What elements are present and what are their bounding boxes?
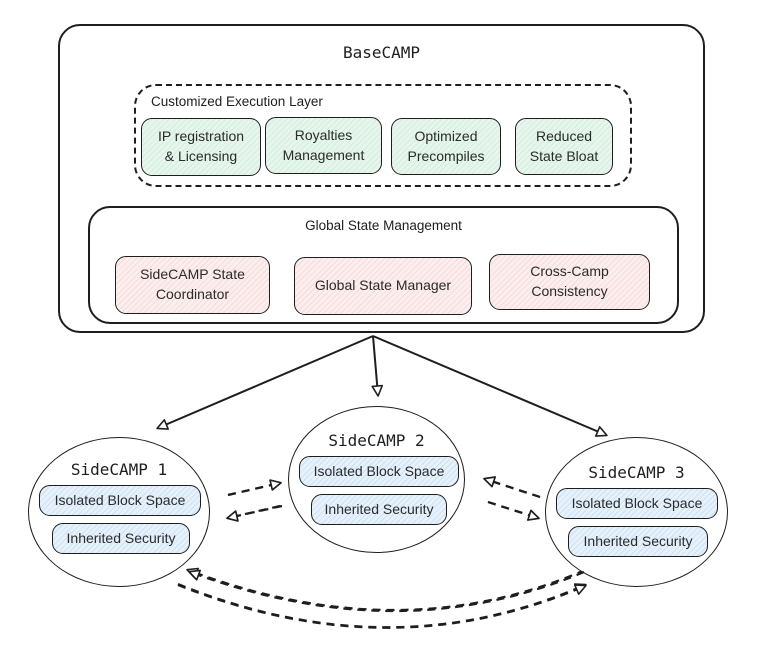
card-line: Coordinator xyxy=(155,286,230,302)
arrow-basecamp-to-sidecamp-3 xyxy=(372,335,608,437)
sidecamp-2-title: SideCAMP 2 xyxy=(328,431,425,450)
customized-execution-layer: Customized Execution Layer IP registrati… xyxy=(134,84,632,187)
dashed-arrow-sidecamp-3-to-1 xyxy=(186,567,586,612)
sidecamp-2-inherited-security: Inherited Security xyxy=(311,494,447,525)
dashed-arrow-sidecamp-2-to-3 xyxy=(487,500,540,521)
sidecamp-1-isolated-block-space: Isolated Block Space xyxy=(39,485,201,516)
sidecamp-1: SideCAMP 1 Isolated Block Space Inherite… xyxy=(28,437,210,587)
sidecamp-3-inherited-security: Inherited Security xyxy=(568,526,708,557)
card-line: Royalties xyxy=(294,126,353,143)
sidecamp-2-isolated-block-space: Isolated Block Space xyxy=(299,456,459,487)
card-line: Optimized xyxy=(414,127,478,144)
dashed-arrow-sidecamp-1-to-3 xyxy=(177,582,587,629)
card-line: State Bloat xyxy=(529,147,599,164)
sidecamp-3-title: SideCAMP 3 xyxy=(588,463,685,482)
card-line: Precompiles xyxy=(407,147,485,164)
arrow-basecamp-to-sidecamp-2 xyxy=(371,335,384,397)
basecamp-container: BaseCAMP Customized Execution Layer IP r… xyxy=(58,24,705,333)
sidecamp-3-isolated-block-space: Isolated Block Space xyxy=(556,488,718,519)
sidecamp-1-title: SideCAMP 1 xyxy=(70,460,168,479)
sidecamp-2: SideCAMP 2 Isolated Block Space Inherite… xyxy=(288,406,465,553)
card-line: Consistency xyxy=(531,283,608,299)
card-line: Management xyxy=(282,146,365,163)
card-line: IP registration xyxy=(157,128,245,145)
execution-layer-label: Customized Execution Layer xyxy=(151,94,323,109)
card-line: Global State Manager xyxy=(314,277,452,294)
card-line: Reduced xyxy=(535,127,593,144)
dashed-arrow-sidecamp-1-to-2 xyxy=(227,479,282,497)
card-line: Cross-Camp xyxy=(530,263,609,280)
state-card-global-state-manager: Global State Manager xyxy=(294,257,472,315)
exec-card-ip-registration: IP registration & Licensing xyxy=(141,118,261,176)
arrow-basecamp-to-sidecamp-1 xyxy=(156,335,374,430)
sidecamp-1-inherited-security: Inherited Security xyxy=(52,523,190,554)
dashed-arrow-sidecamp-2-to-1 xyxy=(226,504,283,522)
basecamp-title: BaseCAMP xyxy=(342,43,421,62)
card-line: SideCAMP State xyxy=(140,266,245,283)
global-state-label: Global State Management xyxy=(305,218,462,233)
dashed-arrow-sidecamp-3-to-2 xyxy=(483,476,541,499)
card-line: & Licensing xyxy=(164,148,238,164)
sidecamp-3: SideCAMP 3 Isolated Block Space Inherite… xyxy=(545,437,728,587)
